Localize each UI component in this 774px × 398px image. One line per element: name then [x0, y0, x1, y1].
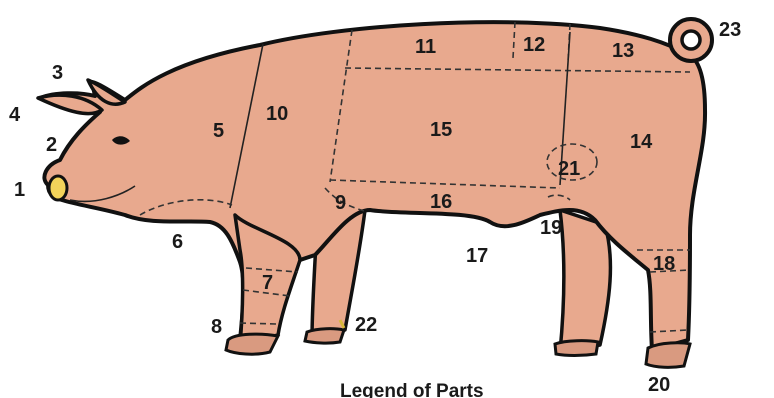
part-label-15: 15: [430, 119, 452, 141]
part-label-14: 14: [630, 131, 653, 153]
part-label-13: 13: [612, 40, 634, 62]
hoof-far-front: [305, 329, 344, 343]
tail-curl-inner: [682, 31, 700, 49]
part-label-12: 12: [523, 34, 545, 56]
part-label-4: 4: [9, 104, 21, 126]
part-label-6: 6: [172, 231, 183, 253]
part-label-21: 21: [558, 158, 580, 180]
part-label-3: 3: [52, 62, 63, 84]
part-label-1: 1: [14, 179, 25, 201]
hoof-far-hind: [555, 341, 598, 356]
part-label-18: 18: [653, 253, 675, 275]
part-label-2: 2: [46, 134, 57, 156]
part-label-17: 17: [466, 245, 488, 267]
part-label-22: 22: [355, 314, 377, 336]
snout: [49, 176, 67, 200]
part-label-9: 9: [335, 192, 346, 214]
part-label-16: 16: [430, 191, 452, 213]
hoof-front: [226, 334, 278, 354]
part-label-11: 11: [415, 36, 436, 58]
part-label-23: 23: [719, 19, 741, 41]
part-label-8: 8: [211, 316, 222, 338]
part-label-7: 7: [262, 272, 273, 294]
part-label-20: 20: [648, 374, 670, 396]
part-label-10: 10: [266, 103, 288, 125]
part-label-19: 19: [540, 217, 562, 239]
legend-caption: Legend of Parts: [340, 381, 484, 398]
part-label-5: 5: [213, 120, 224, 142]
hoof-hind: [646, 343, 690, 368]
